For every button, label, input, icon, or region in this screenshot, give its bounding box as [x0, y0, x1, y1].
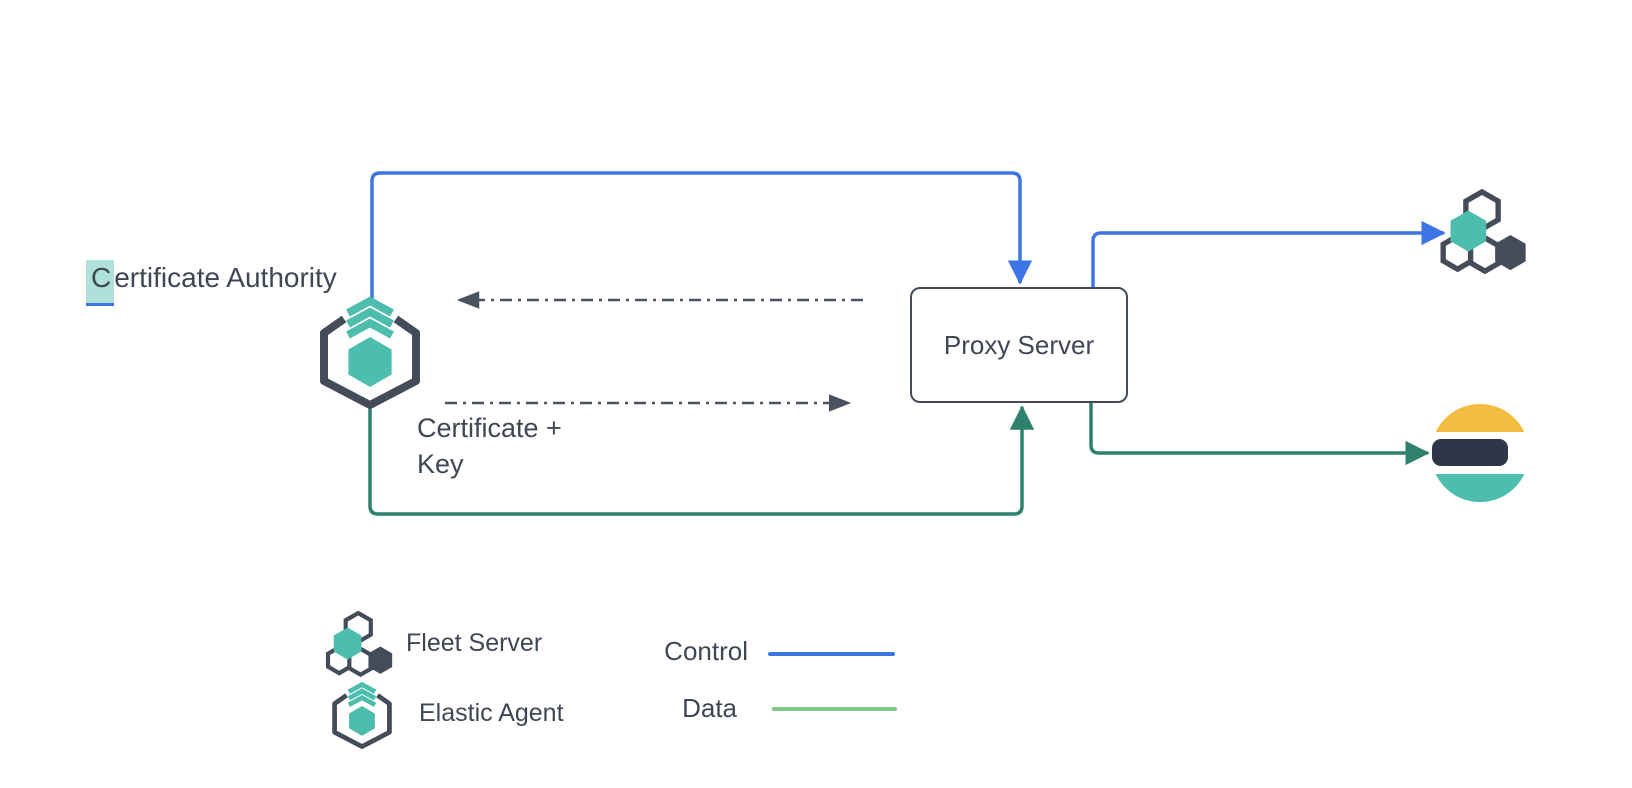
legend-line-data [772, 707, 897, 711]
legend-label-fleet-server: Fleet Server [406, 629, 543, 657]
selected-char: C [91, 262, 112, 293]
connector-data-agent-to-proxy[interactable] [368, 402, 1035, 516]
legend-fleet-server-icon [325, 610, 393, 677]
certificate-authority-text: ertificate Authority [114, 262, 337, 293]
fleet-server-icon[interactable] [1438, 188, 1528, 275]
elasticsearch-icon[interactable] [1432, 404, 1528, 502]
connector-control-agent-to-proxy[interactable] [370, 171, 1033, 302]
proxy-server-box[interactable]: Proxy Server [910, 287, 1128, 403]
proxy-server-label: Proxy Server [943, 329, 1095, 360]
connector-control-proxy-to-fleet[interactable] [1091, 220, 1446, 287]
certificate-key-line2: Key [417, 449, 464, 479]
certificate-key-label[interactable]: Certificate + Key [417, 410, 562, 482]
selection-highlight: C [86, 260, 115, 306]
legend-label-data: Data [682, 693, 737, 723]
connector-data-proxy-to-elasticsearch[interactable] [1089, 403, 1430, 466]
legend-label-elastic-agent: Elastic Agent [419, 699, 564, 727]
legend-line-control [768, 652, 895, 656]
certificate-key-line1: Certificate + [417, 413, 562, 443]
legend-elastic-agent-icon [332, 681, 392, 749]
legend-label-control: Control [664, 636, 748, 666]
elastic-agent-icon[interactable] [318, 295, 422, 409]
